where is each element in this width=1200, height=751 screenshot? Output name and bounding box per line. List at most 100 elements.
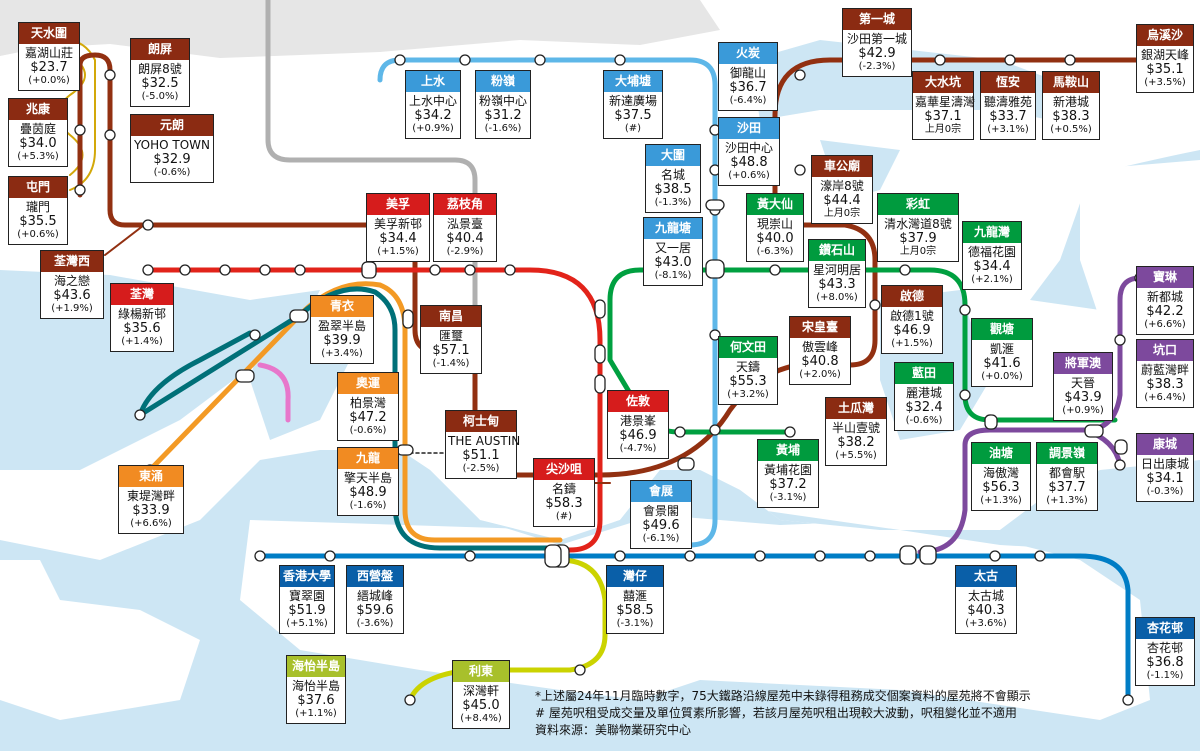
station-card-sha-tin: 沙田沙田中心$48.8(+0.6%) bbox=[718, 117, 780, 186]
rent-change: (-6.1%) bbox=[642, 533, 680, 544]
station-name: 香港大學 bbox=[280, 566, 334, 587]
station-card-heng-fa-chuen: 杏花邨杏花邨$36.8(-1.1%) bbox=[1135, 617, 1195, 686]
rent-change: (-3.1%) bbox=[769, 492, 807, 503]
station-card-kai-tak: 啟德啟德1號$46.9(+1.5%) bbox=[881, 285, 943, 354]
station-name: 藍田 bbox=[895, 363, 953, 384]
station-card-heng-on: 恆安聽濤雅苑$33.7(+3.1%) bbox=[980, 71, 1036, 140]
estate-name: 半山壹號 bbox=[831, 421, 880, 435]
station-name: 尖沙咀 bbox=[534, 459, 594, 480]
station-card-lam-tin: 藍田麗港城$32.4(-0.6%) bbox=[894, 362, 954, 431]
rent-change: (-0.6%) bbox=[349, 425, 387, 436]
rent-change: (+0.9%) bbox=[1062, 405, 1104, 416]
station-card-long-ping: 朗屏朗屏8號$32.5(-5.0%) bbox=[130, 38, 190, 107]
rent-per-sqft: $45.0 bbox=[462, 698, 500, 713]
station-card-sung-wong-toi: 宋皇臺傲雲峰$40.8(+2.0%) bbox=[789, 316, 851, 385]
dot-kai-tak bbox=[869, 299, 881, 311]
station-name: 青衣 bbox=[311, 296, 373, 317]
interchange-mei-foo bbox=[361, 261, 377, 279]
dot-sheung-shui bbox=[394, 54, 406, 66]
estate-name: 縉城峰 bbox=[356, 589, 393, 603]
dot-tai-wo-hau bbox=[179, 264, 191, 276]
rent-change: (+6.6%) bbox=[130, 518, 172, 529]
station-name: 柯士甸 bbox=[446, 411, 516, 432]
interchange-nam-cheong bbox=[402, 309, 414, 329]
interchange-north-point bbox=[919, 545, 937, 565]
station-name: 佐敦 bbox=[608, 391, 668, 412]
rent-change: (+3.1%) bbox=[987, 124, 1029, 135]
estate-name: 上水中心 bbox=[408, 94, 457, 108]
rent-change: (-5.0%) bbox=[141, 91, 179, 102]
interchange-exhibition bbox=[677, 457, 695, 471]
rent-change: (+8.4%) bbox=[460, 713, 502, 724]
station-name: 沙田 bbox=[719, 118, 779, 139]
rent-per-sqft: $23.7 bbox=[30, 60, 68, 75]
rent-per-sqft: $35.6 bbox=[123, 321, 161, 336]
estate-name: 都會駅 bbox=[1048, 466, 1085, 480]
rent-change: (-8.1%) bbox=[654, 270, 692, 281]
rent-change: (-2.9%) bbox=[446, 246, 484, 257]
rent-per-sqft: $35.1 bbox=[1146, 62, 1184, 77]
rent-change: 上月0宗 bbox=[899, 246, 937, 257]
station-name: 車公廟 bbox=[812, 156, 872, 177]
dot-siu-hong bbox=[74, 124, 86, 136]
island-line bbox=[257, 553, 1131, 703]
estate-name: 嘉華星濤灣 bbox=[915, 95, 976, 109]
rent-per-sqft: $44.4 bbox=[823, 193, 861, 208]
estate-name: 杏花邨 bbox=[1146, 641, 1183, 655]
rent-per-sqft: $35.5 bbox=[19, 214, 57, 229]
estate-name: 名鑄 bbox=[551, 482, 576, 496]
station-name: 寶琳 bbox=[1137, 267, 1193, 288]
estate-name: 凱滙 bbox=[989, 342, 1014, 356]
rent-per-sqft: $47.2 bbox=[349, 410, 387, 425]
estate-name: 清水灣道8號 bbox=[884, 217, 952, 231]
estate-name: 泓景臺 bbox=[446, 217, 483, 231]
estate-name: YOHO TOWN bbox=[133, 138, 211, 152]
estate-name: 太古城 bbox=[967, 589, 1004, 603]
rent-per-sqft: $57.1 bbox=[432, 343, 470, 358]
rent-per-sqft: $55.3 bbox=[729, 374, 767, 389]
rent-change: (-2.3%) bbox=[858, 61, 896, 72]
land-lantau bbox=[0, 560, 200, 720]
interchange-quarry bbox=[899, 545, 917, 565]
estate-name: 美孚新邨 bbox=[373, 217, 422, 231]
rent-per-sqft: $56.3 bbox=[982, 480, 1020, 495]
station-card-jordan: 佐敦港景峯$46.9(-4.7%) bbox=[607, 390, 669, 459]
rent-per-sqft: $37.7 bbox=[1048, 480, 1086, 495]
estate-name: 疊茵庭 bbox=[19, 122, 56, 136]
estate-name: THE AUSTIN bbox=[448, 434, 521, 448]
rent-change: (+6.4%) bbox=[1144, 392, 1186, 403]
estate-name: 名城 bbox=[660, 168, 685, 182]
station-name: 第一城 bbox=[843, 9, 911, 30]
dot-tin-hau bbox=[754, 550, 766, 562]
interchange-lai-king bbox=[235, 369, 255, 383]
rent-per-sqft: $37.9 bbox=[899, 231, 937, 246]
station-card-wong-tai-sin: 黃大仙現崇山$40.0(-6.3%) bbox=[746, 193, 804, 262]
rent-change: (-0.6%) bbox=[153, 167, 191, 178]
rent-per-sqft: $46.9 bbox=[619, 428, 657, 443]
dot-airport bbox=[134, 409, 146, 421]
rent-per-sqft: $34.4 bbox=[973, 259, 1011, 274]
station-card-wu-kai-sha: 烏溪沙銀湖天峰$35.1(+3.5%) bbox=[1136, 24, 1194, 93]
station-card-whampoa: 黃埔黃埔花園$37.2(-3.1%) bbox=[757, 439, 819, 508]
station-name: 朗屏 bbox=[131, 39, 189, 60]
rent-per-sqft: $51.9 bbox=[288, 603, 326, 618]
rent-per-sqft: $38.3 bbox=[1146, 377, 1184, 392]
station-name: 東涌 bbox=[119, 466, 183, 487]
rent-per-sqft: $33.9 bbox=[132, 503, 170, 518]
rent-per-sqft: $58.3 bbox=[545, 496, 583, 511]
rent-change: (#) bbox=[624, 123, 642, 134]
tsuen-wan-line bbox=[142, 267, 603, 553]
dot-causeway-bay bbox=[684, 550, 696, 562]
dot-tuen-mun bbox=[74, 184, 86, 196]
dot-wan-chai bbox=[614, 550, 626, 562]
station-name: 荃灣 bbox=[111, 284, 173, 305]
station-card-mei-foo: 美孚美孚新邨$34.4(+1.5%) bbox=[366, 193, 430, 262]
station-name: 將軍澳 bbox=[1054, 353, 1112, 374]
rent-change: (-6.4%) bbox=[729, 95, 767, 106]
station-card-tai-po: 大埔墟新達廣場$37.5(#) bbox=[603, 70, 663, 139]
station-name: 黃埔 bbox=[758, 440, 818, 461]
rent-change: (+0.0%) bbox=[981, 371, 1023, 382]
rent-change: (-1.6%) bbox=[484, 123, 522, 134]
station-name: 南昌 bbox=[421, 306, 481, 327]
